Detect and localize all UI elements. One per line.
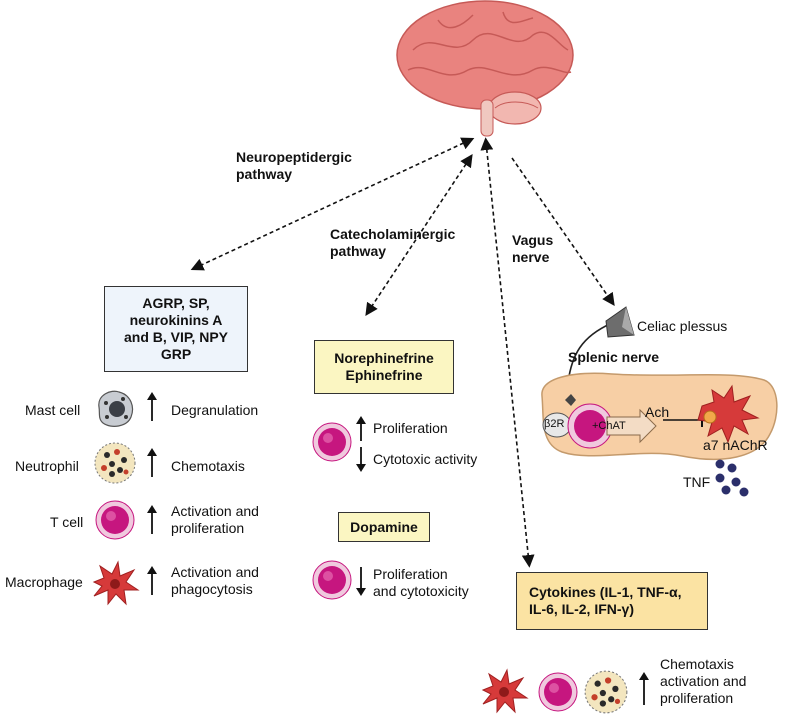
chemotaxis-label: Chemotaxis [171, 458, 245, 474]
neuropeptidergic-label: Neuropeptidergic pathway [236, 149, 352, 182]
proliferation-label: Proliferation [373, 420, 448, 436]
catecholaminergic-label: Catecholaminergic pathway [330, 226, 456, 259]
macrophage-label: Macrophage [5, 574, 83, 590]
a7-nachr-label: a7 nAChR [703, 437, 768, 453]
cytokine-arrow [480, 137, 535, 568]
brain-icon [396, 0, 574, 137]
mast-cell-label: Mast cell [25, 402, 81, 418]
t-cell-icon [95, 500, 135, 540]
dopamine-box: Dopamine [338, 512, 430, 542]
catecholamine-box: Norephinefrine Ephinefrine [314, 340, 454, 394]
spleen-icon [541, 372, 778, 461]
activation-proliferation-label: Activation and proliferation [171, 503, 259, 536]
vagus-label: Vagus nerve [512, 232, 554, 265]
neuropeptide-box: AGRP, SP, neurokinins A and B, VIP, NPY … [104, 286, 248, 372]
celiac-plessus-label: Celiac plessus [637, 318, 728, 334]
vagus-arrow [511, 157, 615, 306]
catecholaminergic-arrow [365, 153, 473, 317]
ach-label: Ach [645, 404, 670, 420]
celiac-ganglion-icon [605, 306, 635, 338]
neutrophil-label: Neutrophil [15, 458, 79, 474]
up-arrow-icon [356, 416, 366, 441]
splenic-nerve-label: Splenic nerve [568, 349, 660, 365]
dopamine-effect-label: Proliferation and cytotoxicity [373, 566, 469, 599]
down-arrow-icon [356, 447, 366, 472]
chat-label: +ChAT [592, 420, 626, 432]
tnf-label: TNF [683, 474, 711, 490]
up-arrow-icon [639, 672, 649, 705]
cytokines-box: Cytokines (IL-1, TNF-α, IL-6, IL-2, IFN-… [516, 572, 708, 630]
t-cell-icon [312, 422, 352, 462]
up-arrow-icon [147, 505, 157, 534]
t-cell-label: T cell [50, 514, 84, 530]
activation-phagocytosis-label: Activation and phagocytosis [171, 564, 259, 597]
t-cell-icon [312, 560, 352, 600]
b2r-label: β2R [544, 418, 565, 430]
up-arrow-icon [147, 392, 157, 421]
t-cell-icon [538, 672, 578, 712]
macrophage-icon [92, 560, 140, 606]
down-arrow-icon [356, 567, 366, 596]
macrophage-icon [481, 668, 529, 714]
mast-cell-icon [98, 390, 134, 427]
tnf-particles-icon [715, 459, 749, 497]
degranulation-label: Degranulation [171, 402, 259, 418]
up-arrow-icon [147, 566, 157, 595]
up-arrow-icon [147, 448, 157, 477]
neutrophil-icon [584, 670, 628, 714]
cytokine-effect-label: Chemotaxis activation and proliferation [660, 656, 747, 706]
cytotoxic-activity-label: Cytotoxic activity [373, 451, 478, 467]
neutrophil-icon [94, 442, 136, 484]
